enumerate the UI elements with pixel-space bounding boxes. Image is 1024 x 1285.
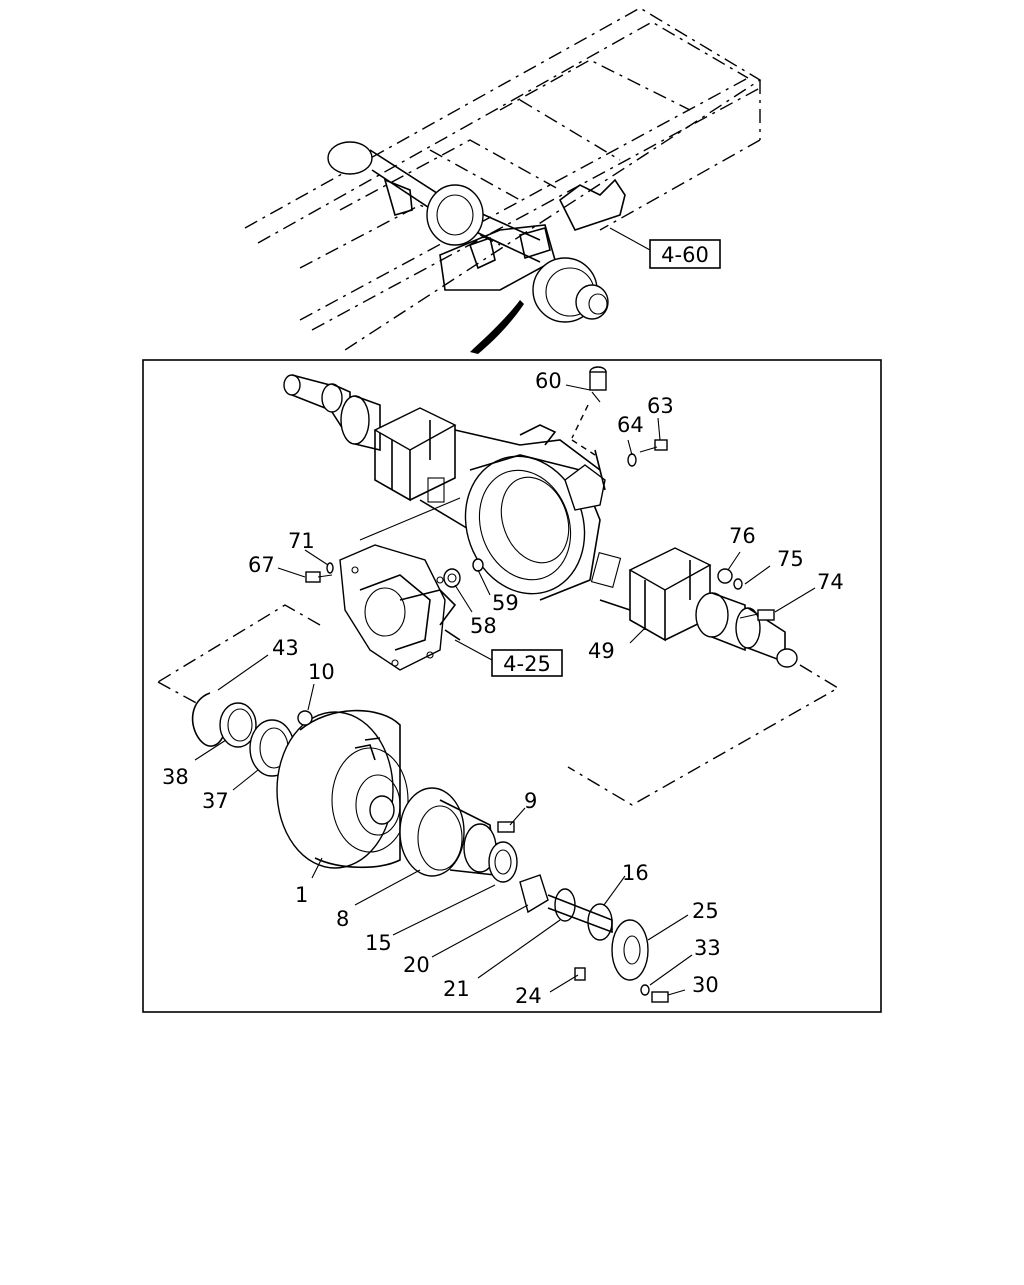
callout-38: 38 [162, 765, 189, 789]
detail-frame [142, 359, 882, 1013]
callout-67: 67 [248, 553, 275, 577]
snap-ring-43 [191, 692, 226, 747]
leader-dash [571, 404, 589, 439]
ref-box-differential [491, 649, 563, 677]
callout-25: 25 [692, 899, 719, 923]
nut-76 [717, 568, 733, 584]
ref-label-differential: 4-25 [503, 652, 551, 676]
callout-16: 16 [622, 861, 649, 885]
callout-58: 58 [470, 614, 497, 638]
leader-dash [571, 439, 596, 456]
washer-59 [472, 558, 484, 572]
callout-leaders [194, 384, 816, 996]
nut-58 [443, 568, 461, 588]
hub-8 [399, 787, 465, 877]
centerline [157, 604, 321, 683]
callout-60: 60 [535, 369, 562, 393]
chassis-frame-overview [244, 7, 762, 354]
callout-74: 74 [817, 570, 844, 594]
ref-box-frame [649, 239, 721, 269]
bolt-30 [651, 991, 669, 1003]
callout-21: 21 [443, 977, 470, 1001]
callout-64: 64 [617, 413, 644, 437]
callout-20: 20 [403, 953, 430, 977]
callout-71: 71 [288, 529, 315, 553]
callout-63: 63 [647, 394, 674, 418]
callout-49: 49 [588, 639, 615, 663]
washer-71 [326, 562, 334, 574]
centerline [567, 664, 840, 806]
washer-33 [640, 984, 650, 996]
bolt-63 [639, 439, 668, 453]
callout-30: 30 [692, 973, 719, 997]
bearing-15 [488, 841, 518, 883]
washer-75 [733, 578, 743, 590]
bolt-67 [305, 571, 333, 583]
callout-24: 24 [515, 984, 542, 1008]
bolt-60 [589, 366, 607, 403]
seal-16 [587, 903, 613, 941]
callout-33: 33 [694, 936, 721, 960]
lock-washer-20 [519, 874, 549, 914]
callout-43: 43 [272, 636, 299, 660]
differential-carrier [339, 544, 461, 671]
brake-drum-1 [276, 711, 394, 869]
callout-9: 9 [524, 789, 537, 813]
callout-8: 8 [336, 907, 349, 931]
callout-10: 10 [308, 660, 335, 684]
callout-59: 59 [492, 591, 519, 615]
callout-75: 75 [777, 547, 804, 571]
axle-housing [283, 374, 798, 668]
bolt-9 [497, 821, 515, 833]
leader-line [359, 497, 461, 541]
shaft-flange-25 [611, 919, 649, 981]
centerline [157, 681, 201, 706]
callout-15: 15 [365, 931, 392, 955]
callout-1: 1 [295, 883, 308, 907]
nut-10 [297, 710, 313, 726]
washer-64 [627, 453, 637, 467]
oil-seal-38 [219, 702, 257, 748]
ref-label-frame: 4-60 [661, 243, 709, 267]
callout-37: 37 [202, 789, 229, 813]
bolt-74 [739, 609, 775, 621]
leader-line [454, 639, 493, 661]
callout-76: 76 [729, 524, 756, 548]
bolt-24 [574, 967, 586, 981]
wheel-end-assembly [191, 692, 669, 1003]
